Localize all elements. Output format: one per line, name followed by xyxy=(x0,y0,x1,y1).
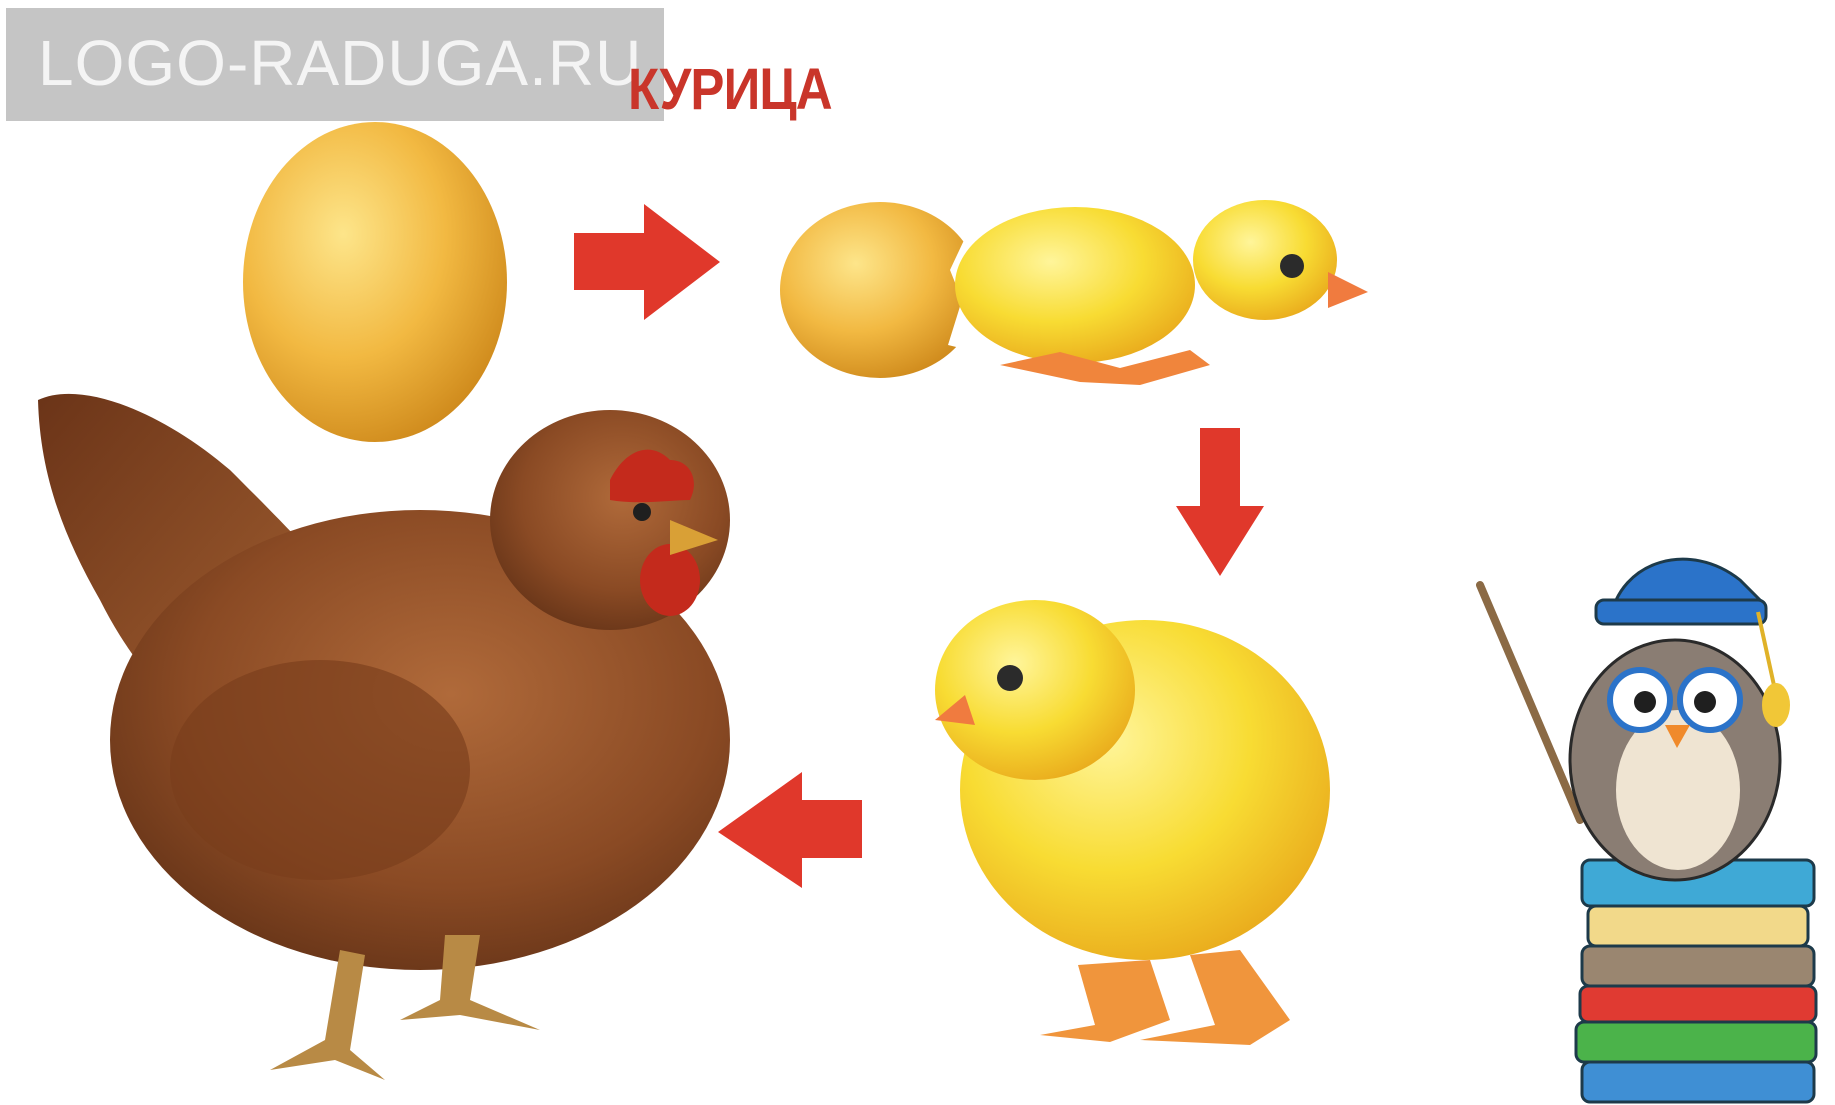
arrow-right xyxy=(574,204,720,320)
hen xyxy=(38,394,730,1080)
arrow-left xyxy=(718,772,862,888)
owl-teacher xyxy=(1480,559,1816,1102)
hatching-chick xyxy=(780,155,1368,385)
chick xyxy=(935,600,1330,1045)
watermark-text: LOGO-RADUGA.RU xyxy=(38,26,642,100)
arrow-down xyxy=(1176,428,1264,576)
watermark-banner: LOGO-RADUGA.RU xyxy=(6,8,664,121)
diagram-title: КУРИЦА xyxy=(628,56,832,123)
egg xyxy=(243,122,507,442)
